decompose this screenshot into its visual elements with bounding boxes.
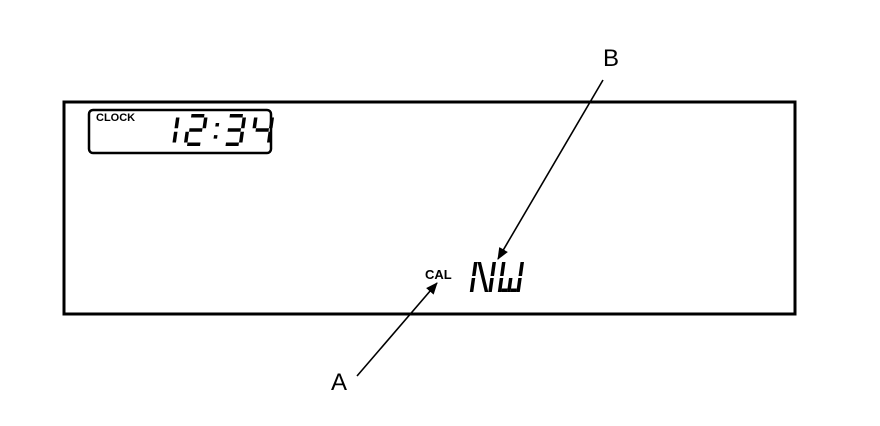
lcd-segment-b bbox=[268, 117, 275, 129]
lcd-colon bbox=[213, 122, 220, 139]
lcd-segment-diagonal bbox=[477, 262, 489, 292]
lcd-segment bbox=[472, 262, 478, 276]
clock-label: CLOCK bbox=[96, 112, 135, 124]
lcd-segment bbox=[490, 262, 496, 276]
lcd-segment-b bbox=[240, 117, 247, 129]
lcd-segment bbox=[501, 288, 508, 292]
lcd-segment-a bbox=[229, 114, 243, 118]
lcd-segment-d bbox=[225, 142, 239, 146]
lcd-segment bbox=[518, 262, 524, 276]
cal-indicator: CAL bbox=[425, 267, 452, 282]
lcd-segment-c bbox=[266, 131, 273, 143]
callout-label-b: B bbox=[603, 45, 619, 72]
lcd-segment-f bbox=[252, 117, 258, 129]
lcd-digit-4 bbox=[252, 117, 275, 143]
lcd-letter-W bbox=[497, 262, 524, 292]
display-panel bbox=[62, 100, 797, 316]
lcd-colon-dot bbox=[215, 122, 220, 127]
lcd-segment bbox=[510, 288, 517, 292]
callout-label-a: A bbox=[331, 369, 347, 396]
lcd-segment-e bbox=[183, 131, 190, 143]
lcd-segment-g bbox=[227, 128, 241, 132]
lcd-segment-g bbox=[255, 128, 269, 132]
lcd-digit-1 bbox=[172, 117, 180, 143]
lcd-segment-c bbox=[172, 131, 178, 143]
lcd-digit-3 bbox=[225, 114, 247, 146]
clock-time-readout bbox=[172, 114, 275, 146]
lcd-segment-a bbox=[191, 114, 205, 118]
lcd-segment bbox=[516, 278, 522, 292]
clock-box bbox=[87, 108, 273, 155]
lcd-segment bbox=[507, 278, 513, 292]
lcd-colon-dot bbox=[213, 135, 218, 139]
lcd-segment bbox=[500, 262, 506, 276]
lcd-segment-b bbox=[202, 117, 208, 129]
lcd-digit-2 bbox=[183, 114, 208, 146]
compass-heading-readout bbox=[469, 262, 524, 292]
lcd-letter-N bbox=[469, 262, 496, 292]
lcd-segment-d bbox=[187, 142, 201, 146]
lcd-segment-b bbox=[174, 117, 180, 129]
callout-arrow-a bbox=[356, 282, 438, 377]
lcd-segment bbox=[497, 278, 504, 292]
callout-arrow-b bbox=[497, 79, 604, 260]
lcd-segment-g bbox=[189, 128, 203, 132]
lcd-segment bbox=[488, 278, 494, 292]
lcd-segment-c bbox=[238, 131, 245, 143]
lcd-segment bbox=[469, 278, 476, 292]
